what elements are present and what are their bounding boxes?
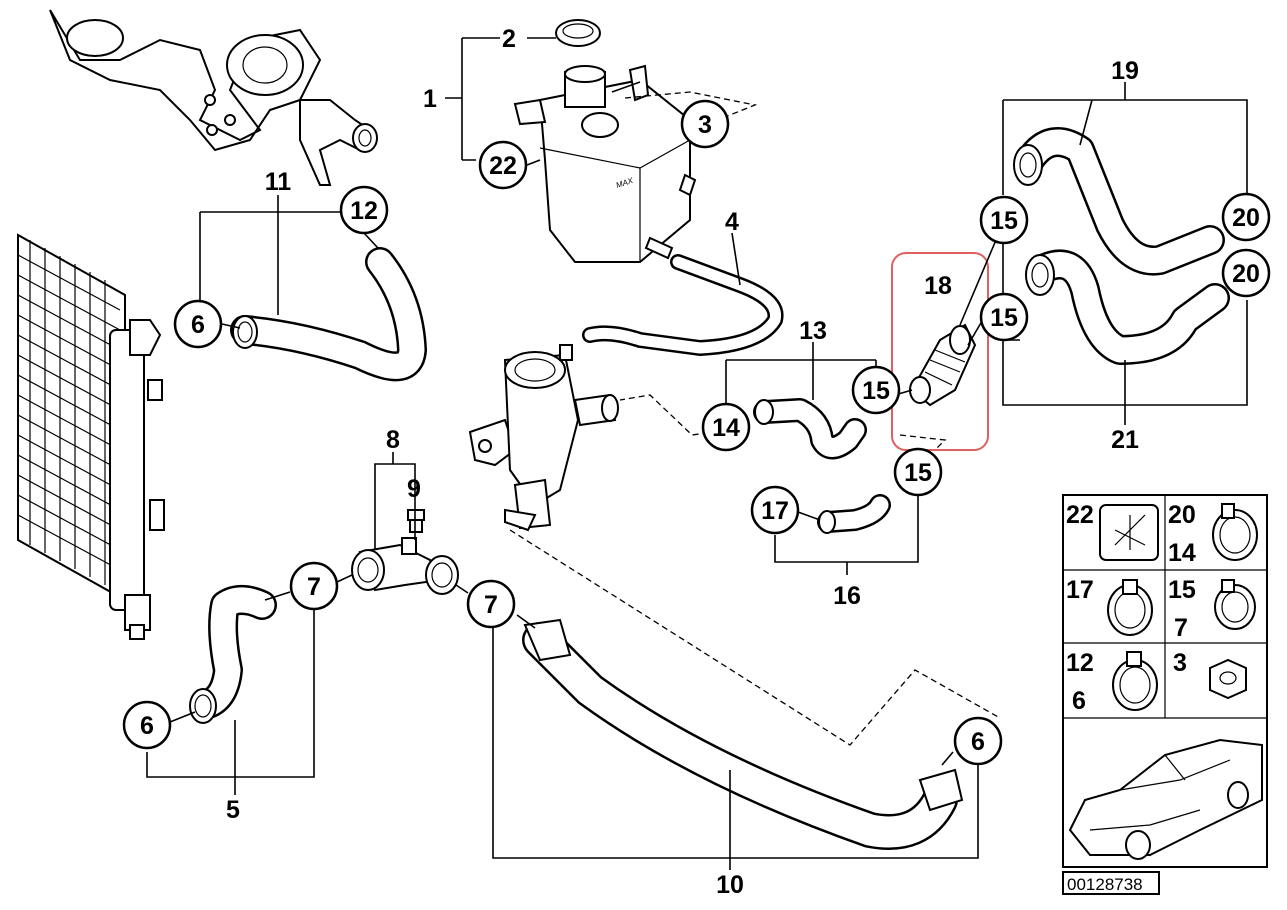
callout-3-circle: 3 xyxy=(680,99,730,149)
hose-10 xyxy=(522,618,964,850)
reference-number-box: 00128738 xyxy=(1062,871,1160,895)
legend-20: 20 xyxy=(1168,501,1196,529)
hex-nut-icon xyxy=(1209,658,1247,700)
callout-1: 1 xyxy=(423,85,437,113)
callout-20b-circle: 20 xyxy=(1221,248,1271,298)
callout-14: 14 xyxy=(712,414,740,442)
hose-16 xyxy=(817,494,891,534)
hose-21 xyxy=(1025,249,1230,365)
callout-17: 17 xyxy=(761,497,789,525)
callouts: 1 2 3 4 5 6 6 6 7 7 8 9 10 11 xyxy=(122,25,1271,899)
callout-7b: 7 xyxy=(484,591,498,619)
hose-11 xyxy=(230,247,427,382)
callout-12-circle: 12 xyxy=(339,185,389,235)
callout-6c-circle: 6 xyxy=(953,716,1003,766)
thermostat-housing xyxy=(468,344,619,532)
callout-8: 8 xyxy=(386,426,400,454)
callout-6b: 6 xyxy=(140,712,154,740)
legend-panel: 22 20 14 17 15 7 12 6 xyxy=(1062,494,1268,868)
t-connector-8 xyxy=(351,537,459,595)
water-pump xyxy=(49,9,378,186)
leader-lines xyxy=(146,37,1248,870)
expansion-tank: MAX xyxy=(513,19,697,263)
callout-20a: 20 xyxy=(1232,204,1260,232)
callout-7b-circle: 7 xyxy=(466,579,516,629)
callout-11: 11 xyxy=(265,168,292,196)
callout-15a-circle: 15 xyxy=(851,365,901,415)
callout-4: 4 xyxy=(725,208,739,236)
connector-18 xyxy=(909,323,977,407)
callout-6a-circle: 6 xyxy=(173,299,223,349)
callout-18: 18 xyxy=(924,272,952,300)
callout-15b-circle: 15 xyxy=(893,447,943,497)
callout-3: 3 xyxy=(698,111,712,139)
legend-22: 22 xyxy=(1066,501,1094,529)
callout-6c: 6 xyxy=(971,728,985,756)
callout-6a: 6 xyxy=(191,311,205,339)
callout-21: 21 xyxy=(1111,426,1139,454)
callout-20b: 20 xyxy=(1232,260,1260,288)
callout-6b-circle: 6 xyxy=(122,700,172,750)
callout-9: 9 xyxy=(407,475,421,503)
car-silhouette-icon xyxy=(1068,738,1263,860)
callout-15a: 15 xyxy=(862,377,890,405)
callout-15c: 15 xyxy=(990,207,1018,235)
legend-15: 15 xyxy=(1168,576,1196,604)
hose-clamp-icon xyxy=(1212,503,1258,561)
callout-22: 22 xyxy=(489,152,517,180)
hose-13 xyxy=(753,398,867,460)
callout-7a-circle: 7 xyxy=(289,561,339,611)
bleed-screw-9 xyxy=(407,509,425,533)
hose-4 xyxy=(582,254,784,356)
screw-clamp-icon xyxy=(1107,579,1153,636)
hose-19 xyxy=(1013,127,1225,276)
callout-15d-circle: 15 xyxy=(979,292,1029,342)
callout-7a: 7 xyxy=(307,573,321,601)
callout-13: 13 xyxy=(799,317,827,345)
callout-5: 5 xyxy=(226,796,240,824)
callout-20a-circle: 20 xyxy=(1221,192,1271,242)
hose-5 xyxy=(189,585,277,724)
legend-7: 7 xyxy=(1174,614,1188,642)
reference-number: 00128738 xyxy=(1067,875,1143,894)
legend-3: 3 xyxy=(1173,649,1187,677)
callout-14-circle: 14 xyxy=(701,402,751,452)
legend-12: 12 xyxy=(1066,649,1094,677)
callout-10: 10 xyxy=(716,871,744,899)
callout-15c-circle: 15 xyxy=(979,195,1029,245)
warning-label-icon xyxy=(1099,504,1159,561)
callout-15d: 15 xyxy=(990,304,1018,332)
callout-19: 19 xyxy=(1111,57,1139,85)
callout-22-circle: 22 xyxy=(478,140,528,190)
callout-2: 2 xyxy=(502,25,516,53)
legend-6: 6 xyxy=(1072,687,1086,715)
legend-17: 17 xyxy=(1066,576,1094,604)
screw-clamp-icon-large xyxy=(1112,651,1158,711)
radiator xyxy=(17,233,165,640)
callout-17-circle: 17 xyxy=(750,485,800,535)
callout-15b: 15 xyxy=(904,459,932,487)
callout-16: 16 xyxy=(833,582,861,610)
highlight-box-18 xyxy=(891,252,989,451)
hose-clamp-icon-small xyxy=(1214,579,1256,630)
legend-14: 14 xyxy=(1168,539,1196,567)
callout-12: 12 xyxy=(350,197,378,225)
